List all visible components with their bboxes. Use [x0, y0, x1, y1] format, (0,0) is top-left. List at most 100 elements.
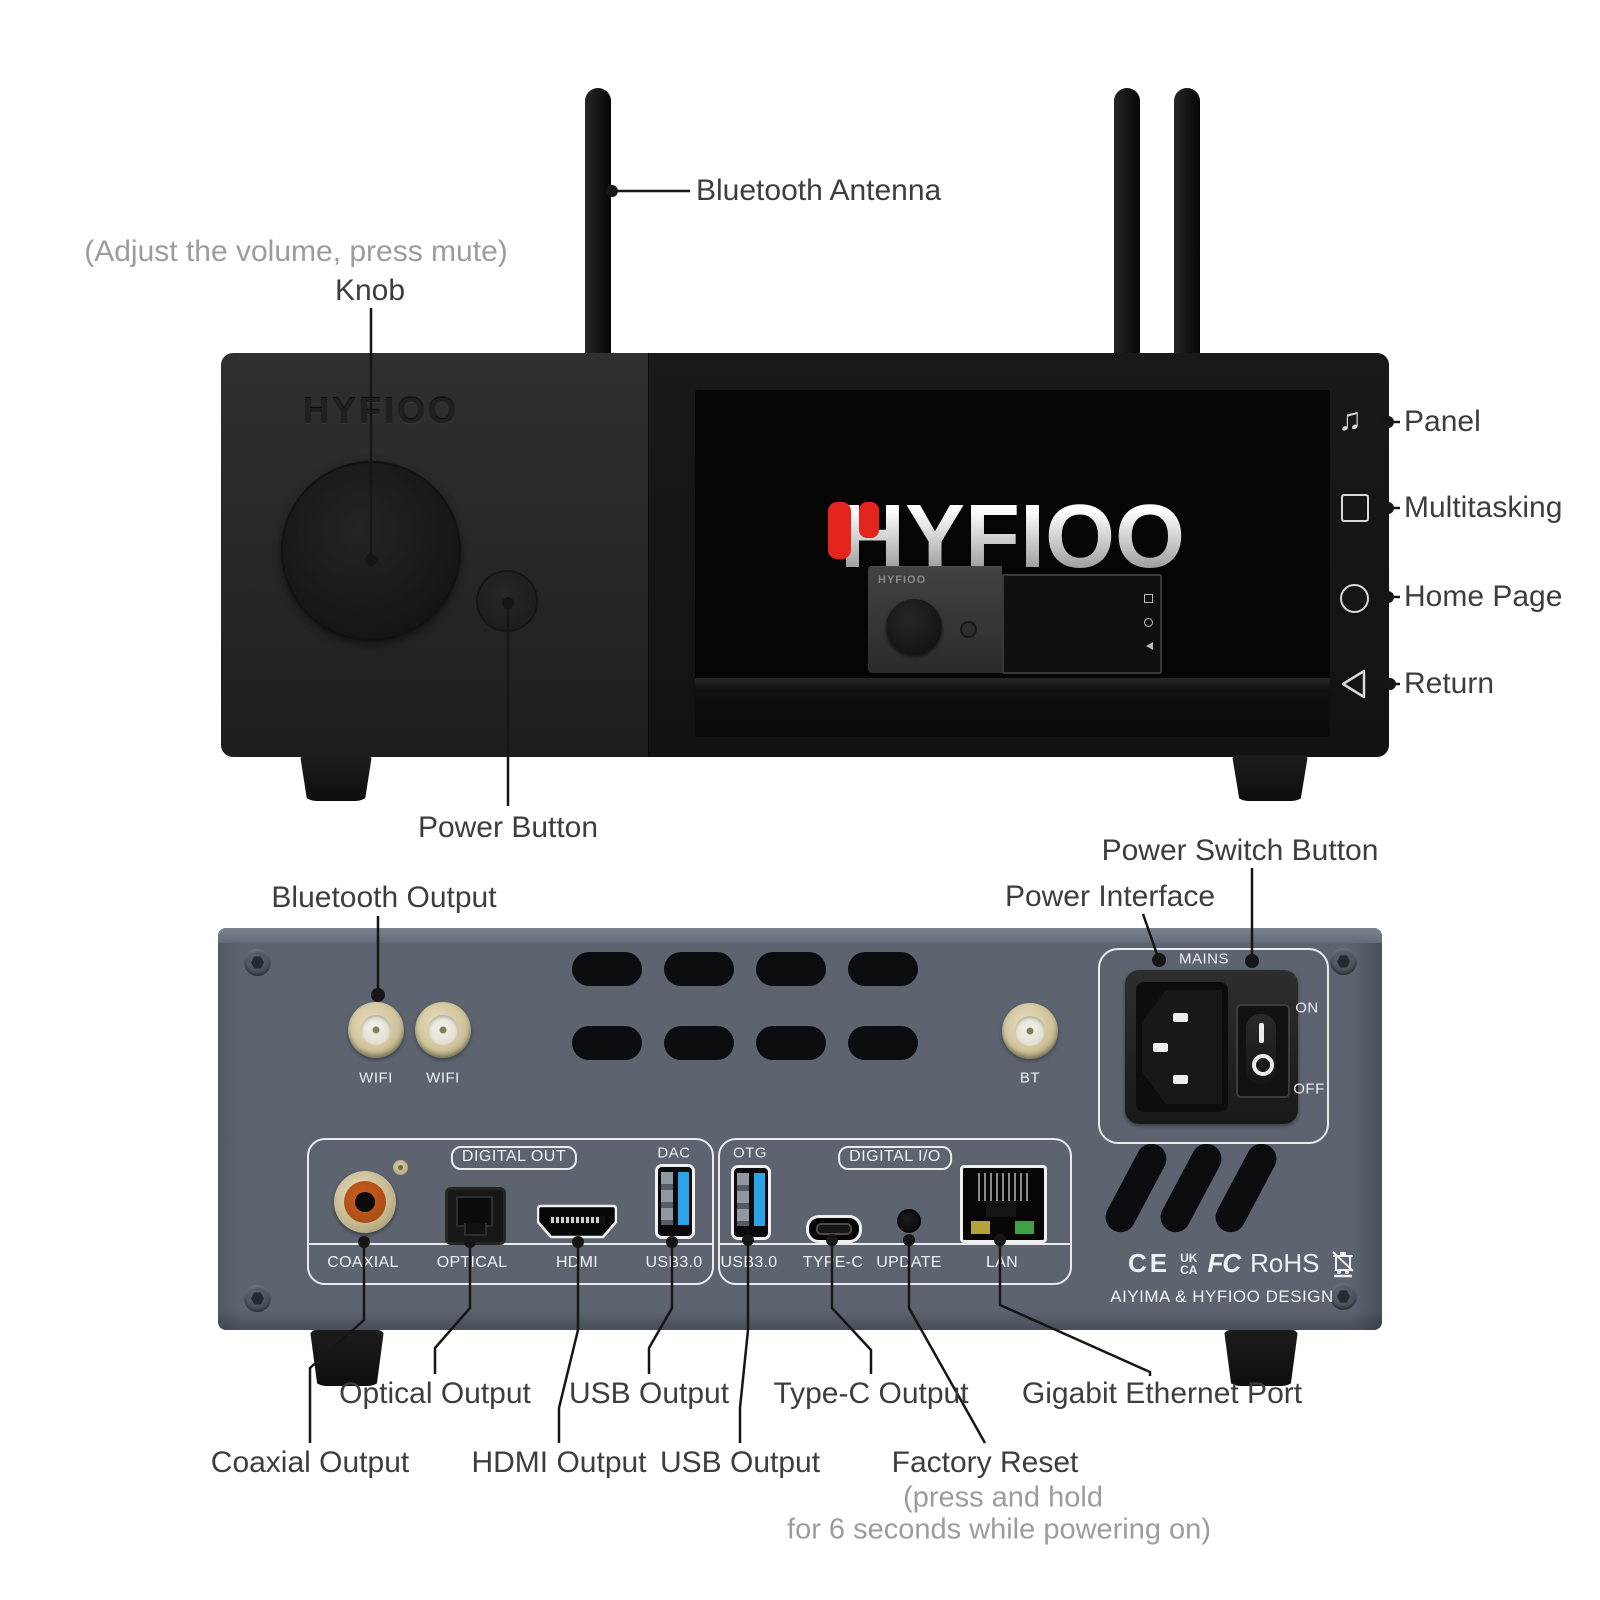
power-inlet-pin-slot: [1173, 1013, 1188, 1022]
vent-slot: [848, 1026, 918, 1060]
panel-callout: Panel: [1404, 405, 1481, 438]
screen-logo-red-accent-1: [828, 502, 851, 559]
coaxial-ground-screw: [393, 1160, 408, 1175]
otg-label: OTG: [733, 1144, 767, 1162]
screen-mini-square-icon: [1144, 594, 1153, 603]
usb-output-callout-1: USB Output: [568, 1377, 730, 1410]
vent-slot: [848, 952, 918, 986]
vent-slot: [756, 952, 826, 986]
power-interface-callout: Power Interface: [1004, 880, 1216, 913]
factory-reset-callout: Factory Reset: [891, 1446, 1079, 1479]
type-c-label: TYPE-C: [802, 1254, 864, 1271]
back-foot-right: [1224, 1330, 1298, 1386]
leader-bluetooth-antenna: [606, 185, 690, 197]
screen-logo-red-accent-2: [859, 502, 879, 538]
mains-on-label: ON: [1295, 999, 1319, 1017]
knob-callout: Knob: [334, 274, 406, 307]
rohs-mark: RoHS: [1250, 1248, 1320, 1278]
dac-label: DAC: [657, 1144, 691, 1162]
wifi-antenna-1: [1114, 88, 1140, 358]
optical-label: OPTICAL: [436, 1254, 508, 1271]
power-inlet-pin-slot: [1173, 1075, 1188, 1084]
screen-mini-knob: [886, 599, 942, 655]
screen-mini-logo: HYFIOO: [878, 574, 927, 586]
front-screen[interactable]: HYFIOO HYFIOO: [695, 390, 1330, 737]
screen-mini-triangle-icon: [1146, 642, 1153, 650]
usb-otg-port: [731, 1165, 771, 1240]
screw-bottom-left: [244, 1285, 271, 1312]
power-button-callout: Power Button: [417, 811, 599, 844]
front-foot-right: [1232, 755, 1308, 801]
type-c-output-callout: Type-C Output: [773, 1377, 969, 1410]
screw-bottom-right: [1330, 1283, 1357, 1310]
vent-slot: [664, 1026, 734, 1060]
circle-icon[interactable]: [1340, 584, 1369, 613]
bluetooth-output-callout: Bluetooth Output: [271, 881, 497, 914]
rear-panel-top-bevel: [218, 928, 1382, 943]
gigabit-ethernet-callout: Gigabit Ethernet Port: [1021, 1377, 1303, 1410]
screen-shelf: [695, 678, 1330, 737]
knob-note: (Adjust the volume, press mute): [84, 235, 508, 268]
update-reset-button[interactable]: [897, 1209, 921, 1233]
bluetooth-antenna: [585, 88, 611, 360]
front-brand-logo: HYFIOO: [303, 390, 460, 431]
type-c-port: [806, 1215, 862, 1243]
square-icon[interactable]: [1341, 494, 1369, 522]
bt-label: BT: [1019, 1069, 1041, 1087]
coaxial-port: [334, 1171, 396, 1233]
lan-port: [960, 1165, 1047, 1243]
screen-mini-device-screen: [1002, 574, 1162, 674]
optical-port: [445, 1187, 506, 1245]
vent-slot: [572, 1026, 642, 1060]
digital-out-title: DIGITAL OUT: [450, 1146, 578, 1170]
ce-mark: CE: [1128, 1248, 1171, 1278]
digital-out-group-box: [307, 1138, 714, 1285]
hdmi-output-callout: HDMI Output: [471, 1446, 647, 1479]
power-inlet-socket: [1136, 982, 1228, 1112]
usb-dac-label: USB3.0: [645, 1254, 703, 1271]
digital-io-title: DIGITAL I/O: [838, 1146, 952, 1170]
digital-io-group-box: [718, 1138, 1072, 1285]
front-foot-left: [300, 755, 372, 801]
wifi-antenna-connector-2: [415, 1002, 471, 1058]
vent-slot: [572, 952, 642, 986]
lan-label: LAN: [985, 1254, 1019, 1271]
usb-otg-label: USB3.0: [720, 1254, 778, 1271]
rocker-off-mark: [1252, 1054, 1274, 1076]
screen-mini-device-body: HYFIOO: [868, 566, 1002, 673]
bt-antenna-connector: [1002, 1003, 1058, 1059]
music-note-icon[interactable]: ♫: [1338, 401, 1362, 437]
usb-dac-port: [655, 1164, 695, 1239]
screen-mini-circle-icon: [1144, 618, 1153, 627]
power-rocker-switch[interactable]: [1236, 1004, 1290, 1098]
factory-reset-note-1: (press and hold: [903, 1481, 1103, 1514]
rear-panel-bottom-shade: [218, 1310, 1382, 1330]
mains-group-box: [1098, 948, 1329, 1144]
vent-slot: [756, 1026, 826, 1060]
vent-slot: [664, 952, 734, 986]
power-button[interactable]: [476, 570, 538, 632]
coaxial-label: COAXIAL: [327, 1254, 399, 1271]
usb-output-callout-2: USB Output: [659, 1446, 821, 1479]
power-switch-callout: Power Switch Button: [1101, 834, 1379, 867]
hdmi-label: HDMI: [555, 1254, 599, 1271]
screw-top-right: [1330, 948, 1357, 975]
home-page-callout: Home Page: [1404, 580, 1563, 613]
optical-output-callout: Optical Output: [339, 1377, 531, 1410]
mains-label: MAINS: [1178, 950, 1230, 968]
wifi-label-1: WIFI: [359, 1069, 393, 1087]
multitasking-callout: Multitasking: [1404, 491, 1563, 524]
hdmi-port: [537, 1204, 617, 1239]
triangle-left-icon[interactable]: [1338, 668, 1368, 700]
return-callout: Return: [1404, 667, 1495, 700]
factory-reset-note-2: for 6 seconds while powering on): [787, 1513, 1211, 1546]
mains-off-label: OFF: [1293, 1080, 1325, 1098]
rocker-on-mark: [1258, 1023, 1264, 1043]
volume-knob[interactable]: [281, 461, 461, 641]
screen-mini-power-dot: [960, 621, 977, 638]
coaxial-output-callout: Coaxial Output: [210, 1446, 410, 1479]
power-inlet-pin-slot: [1153, 1043, 1168, 1052]
